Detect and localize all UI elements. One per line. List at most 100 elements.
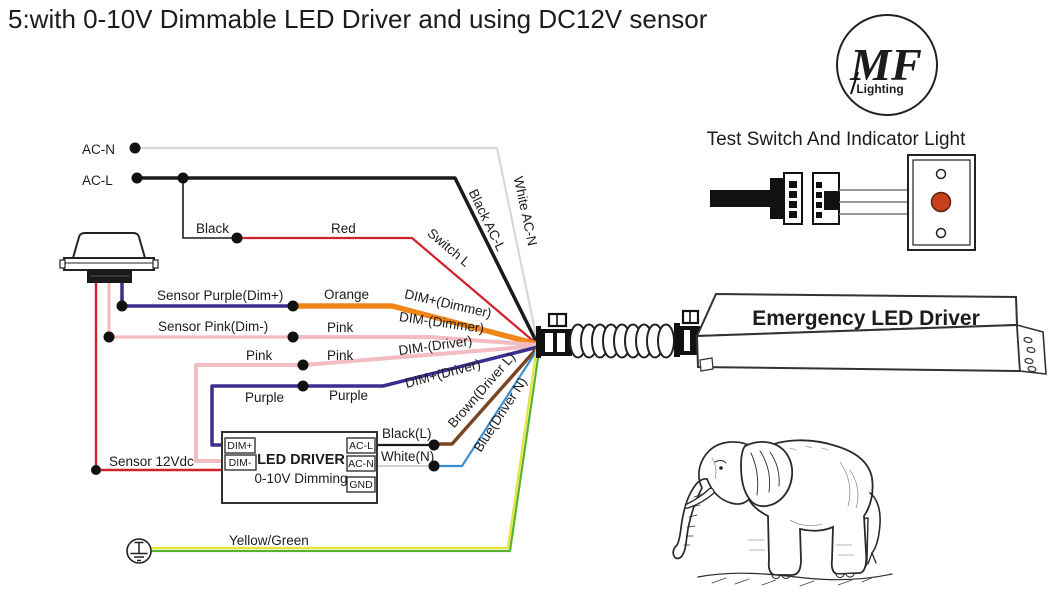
label-black-l: Black(L) <box>382 426 432 441</box>
texture-hatching <box>711 445 859 556</box>
label-sensor-12vdc: Sensor 12Vdc <box>109 454 194 469</box>
switch-wires <box>839 189 908 215</box>
logo-circle <box>836 14 938 116</box>
terminal-ac-n <box>346 455 376 472</box>
label-switch-l: Switch L <box>425 225 474 270</box>
terminal-ac-l-label: AC-L <box>349 440 373 452</box>
elephant-sketch <box>672 439 893 587</box>
terminal-gnd-label: GND <box>349 479 373 491</box>
label-purple-right: Purple <box>329 388 368 403</box>
terminal-ac-n-label: AC-N <box>348 458 374 470</box>
terminal-dim-plus-label: DIM+ <box>227 440 252 452</box>
wire-blue-driver-n <box>434 346 540 468</box>
right-fitting-collar <box>674 323 680 357</box>
junction-dot <box>428 439 440 451</box>
page-title: 5:with 0-10V Dimmable LED Driver and usi… <box>8 4 708 34</box>
ground-shadow <box>697 572 893 587</box>
label-ac-n: AC-N <box>82 142 115 157</box>
wire-ac-n-white <box>135 146 540 346</box>
wire-pink-dim-minus-driver <box>194 344 539 463</box>
label-orange: Orange <box>324 287 369 302</box>
junction-dot <box>231 232 243 244</box>
logo-slash <box>850 71 859 95</box>
bracket-holes <box>1023 336 1037 373</box>
ear-folds <box>750 450 780 496</box>
right-fitting-slot <box>684 330 690 351</box>
logo-subtitle: Lighting <box>856 82 903 96</box>
plug-body <box>770 178 785 219</box>
corrugated-tube <box>569 323 675 359</box>
led-driver-subtitle: 0-10V Dimming <box>254 471 347 486</box>
sensor-tab-right <box>152 259 159 269</box>
label-sensor-purple: Sensor Purple(Dim+) <box>157 288 283 303</box>
left-fitting-slot <box>557 333 565 352</box>
socket-tongue <box>824 191 839 210</box>
plug-pins <box>789 181 797 218</box>
junction-dot <box>287 331 299 343</box>
wire-brown-driver-l <box>434 344 541 446</box>
wire-purple-dim-plus-driver <box>210 345 539 447</box>
terminal-dim-plus <box>224 437 256 454</box>
junction-dot <box>129 142 141 154</box>
terminal-ac-l <box>346 437 376 454</box>
wire-red-switch-l <box>237 236 539 346</box>
earth-ground-symbol <box>126 538 152 564</box>
terminal-dim-minus-label: DIM- <box>229 457 252 469</box>
sensor-tab-left <box>59 259 66 269</box>
led-driver-box: DIM+ DIM- AC-L AC-N GND LED DRIVER 0-10V… <box>221 431 378 504</box>
terminal-dim-minus <box>224 454 257 471</box>
junction-dot <box>103 331 115 343</box>
label-pink-row2: Pink <box>327 320 354 335</box>
mf-logo: MF Lighting <box>836 14 938 116</box>
sensor-dome <box>71 232 147 259</box>
logo-monogram: MF <box>849 39 922 90</box>
screw-hole-bottom <box>935 227 947 239</box>
wire-orange-dim-plus-dimmer <box>293 303 538 347</box>
screw-hole-top <box>935 168 947 180</box>
left-fitting-slot <box>545 333 553 352</box>
label-dim-plus-driver: DIM+(Driver) <box>403 356 482 391</box>
junction-dot <box>177 172 189 184</box>
label-ac-l: AC-L <box>82 173 113 188</box>
wire-labels: AC-N AC-L Black Red Sensor Purple(Dim+) … <box>82 142 434 548</box>
junction-dot <box>297 380 309 392</box>
plug-cable <box>710 190 772 207</box>
rotated-wire-labels: White AC-N Black AC-L Switch L DIM+(Dimm… <box>398 175 540 454</box>
plug-face <box>783 172 803 225</box>
wire-earth-yellow <box>151 348 538 550</box>
label-red: Red <box>331 221 356 236</box>
junction-dot <box>116 300 128 312</box>
wire-black-branch <box>182 178 237 239</box>
label-black: Black <box>196 221 229 236</box>
junction-dot <box>428 460 440 472</box>
flex-conduit-assembly <box>536 309 700 359</box>
sensor-flange <box>63 257 155 271</box>
label-yellow-green: Yellow/Green <box>229 533 309 548</box>
wire-pink-dim-minus-dimmer <box>293 335 539 347</box>
trunk-ridges <box>683 493 704 546</box>
wire-sensor-12vdc-red <box>94 283 222 472</box>
label-purple-left: Purple <box>245 390 284 405</box>
led-driver-title: LED DRIVER <box>257 452 345 468</box>
junction-dot <box>287 300 299 312</box>
test-button[interactable] <box>930 191 952 213</box>
emergency-driver-label: Emergency LED Driver <box>752 307 980 330</box>
wire-ac-l-black <box>137 176 540 346</box>
test-switch-label: Test Switch And Indicator Light <box>707 129 966 150</box>
left-fitting-collar <box>536 326 541 358</box>
label-pink-row3-right: Pink <box>327 348 354 363</box>
label-sensor-pink: Sensor Pink(Dim-) <box>158 319 268 334</box>
junction-dot <box>297 359 309 371</box>
emergency-driver-foot <box>699 357 714 372</box>
label-white-n: White(N) <box>381 449 434 464</box>
wire-earth-green <box>151 350 541 553</box>
label-pink-row3-left: Pink <box>246 348 273 363</box>
socket-pins <box>816 182 822 218</box>
junction-dots <box>91 142 440 475</box>
motion-sensor <box>59 232 159 283</box>
emergency-led-driver: Emergency LED Driver <box>695 292 1047 375</box>
junction-dot <box>131 172 143 184</box>
test-switch-assembly: Test Switch And Indicator Light <box>707 129 976 251</box>
